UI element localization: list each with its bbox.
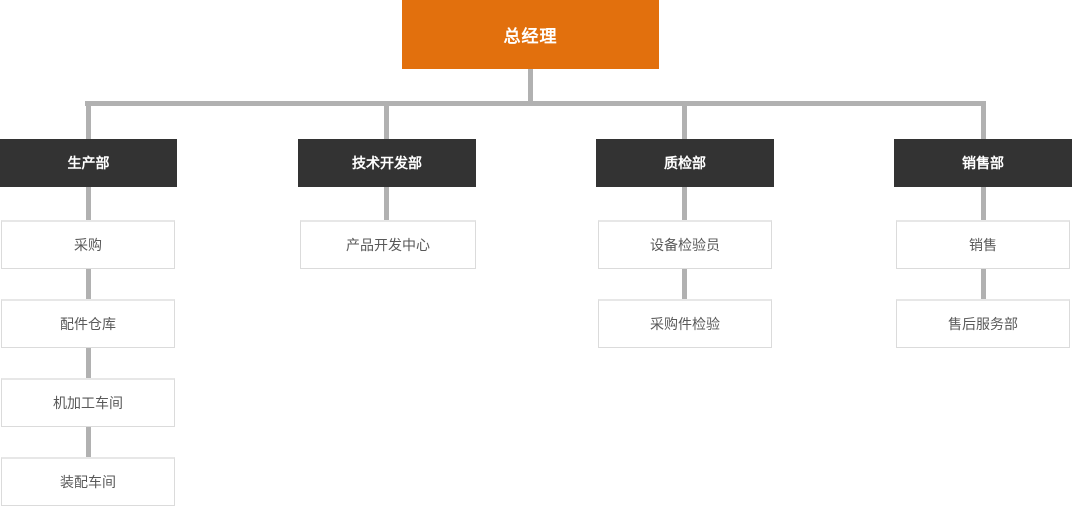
connector-drop-sales	[981, 106, 986, 139]
org-node-tech-dept: 技术开发部	[298, 139, 476, 187]
connector-drop-tech	[384, 106, 389, 139]
connector-production-4	[86, 427, 91, 457]
connector-production-2	[86, 269, 91, 299]
connector-qc-2	[682, 269, 687, 299]
org-node-general-manager: 总经理	[402, 0, 659, 69]
org-node-machining-workshop: 机加工车间	[1, 378, 175, 427]
connector-rail	[85, 101, 986, 106]
connector-drop-production	[86, 106, 91, 139]
org-node-equipment-inspector: 设备检验员	[598, 220, 772, 269]
connector-sales-2	[981, 269, 986, 299]
connector-production-3	[86, 348, 91, 378]
connector-sales-1	[981, 187, 986, 220]
org-node-production-dept: 生产部	[0, 139, 177, 187]
org-node-assembly-workshop: 装配车间	[1, 457, 175, 506]
org-node-sales-team: 销售	[896, 220, 1070, 269]
org-node-purchased-parts-inspection: 采购件检验	[598, 299, 772, 348]
org-node-parts-warehouse: 配件仓库	[1, 299, 175, 348]
org-node-sales-dept: 销售部	[894, 139, 1072, 187]
connector-production-1	[86, 187, 91, 220]
connector-tech-1	[384, 187, 389, 220]
connector-drop-qc	[682, 106, 687, 139]
org-node-qc-dept: 质检部	[596, 139, 774, 187]
connector-qc-1	[682, 187, 687, 220]
org-node-product-dev-center: 产品开发中心	[300, 220, 476, 269]
connector-root-drop	[528, 69, 533, 101]
org-node-purchasing: 采购	[1, 220, 175, 269]
org-node-after-sales-service: 售后服务部	[896, 299, 1070, 348]
